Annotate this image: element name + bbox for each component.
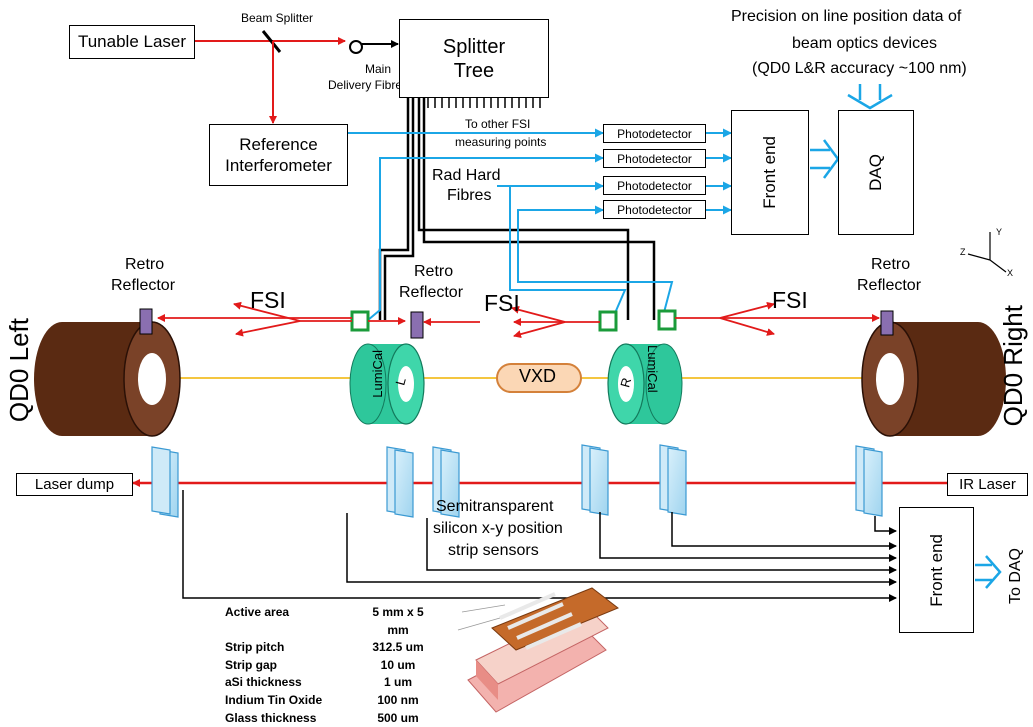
qd0-right-label: QD0 Right xyxy=(998,305,1028,427)
beam-splitter-mirror xyxy=(261,30,282,53)
axis-y-label: Y xyxy=(996,227,1003,237)
open-arrow-to-daq xyxy=(975,555,1002,589)
daq-label: DAQ xyxy=(866,154,885,191)
qd0-left-magnet xyxy=(34,321,181,437)
reference-label-1: Reference xyxy=(239,135,318,154)
splitter-tree-label-1: Splitter xyxy=(442,35,506,58)
spec-name: aSi thickness xyxy=(225,675,302,690)
front-end-box-bottom: Front end xyxy=(899,507,974,633)
semitransparent-label-1: Semitransparent xyxy=(436,498,554,515)
spec-row: Strip gap 10 um xyxy=(225,657,433,675)
retro-reflector-2 xyxy=(410,311,424,339)
splitter-tree-outputs xyxy=(427,97,541,108)
to-other-fsi-label-2: measuring points xyxy=(455,135,547,149)
axes-icon xyxy=(967,232,1007,273)
spec-row: aSi thickness 1 um xyxy=(225,674,433,692)
spec-name: Strip gap xyxy=(225,657,278,672)
blue-fibres xyxy=(348,128,732,321)
photodetector-label: Photodetector xyxy=(617,126,692,141)
main-fibre-label-2: Delivery Fibre xyxy=(328,78,403,92)
axis-z-label: Z xyxy=(960,247,966,257)
sensor-spec-table: Active area 5 mm x 5 mm Strip pitch 312.5 … xyxy=(225,604,433,727)
rad-hard-label-2: Fibres xyxy=(447,187,492,204)
vxd-label: VXD xyxy=(519,366,557,386)
photodetector-1: Photodetector xyxy=(603,124,706,143)
splitter-tree-box: Splitter Tree xyxy=(399,19,549,98)
precision-label-1: Precision on line position data of xyxy=(731,8,962,25)
front-end-label-top: Front end xyxy=(760,136,779,209)
retro-reflector-label-3a: Retro xyxy=(871,256,911,273)
front-end-box-top: Front end xyxy=(731,110,809,235)
lumical-right xyxy=(607,343,683,425)
spec-name: Strip pitch xyxy=(225,640,285,655)
to-daq-label: To DAQ xyxy=(1007,548,1024,605)
spec-name: Active area xyxy=(225,605,290,619)
splitter-tree-label-2: Tree xyxy=(453,59,495,82)
spec-value: 10 um xyxy=(380,657,416,672)
laser-dump-box: Laser dump xyxy=(16,473,133,496)
lumical-right-label: LumiCal xyxy=(645,345,660,393)
precision-label-3: (QD0 L&R accuracy ~100 nm) xyxy=(752,60,967,77)
spec-name: Indium Tin Oxide xyxy=(225,692,323,707)
lumical-left xyxy=(349,343,425,425)
photodetector-2: Photodetector xyxy=(603,149,706,168)
daq-box: DAQ xyxy=(838,110,914,235)
ir-laser-label: IR Laser xyxy=(959,476,1016,493)
retro-reflector-label-1a: Retro xyxy=(125,256,165,273)
strip-sensor-illustration xyxy=(457,587,619,713)
spec-value: 100 nm xyxy=(377,692,419,707)
beam-splitter-label: Beam Splitter xyxy=(241,11,314,25)
tunable-laser-box: Tunable Laser xyxy=(69,25,195,59)
fsi-label-1: FSI xyxy=(250,287,286,313)
retro-reflector-label-2b: Reflector xyxy=(399,284,464,301)
lumical-left-label: LumiCal xyxy=(370,350,385,398)
spec-value: 1 um xyxy=(383,675,412,690)
reference-interferometer-box: Reference Interferometer xyxy=(209,124,348,186)
precision-label-2: beam optics devices xyxy=(792,35,937,52)
fsi-label-2: FSI xyxy=(484,290,520,316)
sensor-readout-wires xyxy=(182,490,897,602)
photodetector-3: Photodetector xyxy=(603,176,706,195)
photodetector-label: Photodetector xyxy=(617,178,692,193)
semitransparent-label-3: strip sensors xyxy=(448,542,539,559)
spec-row: Strip pitch 312.5 um xyxy=(225,639,433,657)
retro-reflector-1 xyxy=(139,308,153,335)
spec-row: Glass thickness 500 um xyxy=(225,710,433,727)
photodetector-label: Photodetector xyxy=(617,202,692,217)
retro-reflector-label-2a: Retro xyxy=(414,263,454,280)
open-arrow-frontend-daq xyxy=(810,139,840,179)
retro-reflector-label-3b: Reflector xyxy=(857,277,922,294)
qd0-right-magnet xyxy=(861,321,1006,437)
axis-x-label: X xyxy=(1007,268,1014,278)
front-end-label-bottom: Front end xyxy=(926,533,946,607)
retro-reflector-label-1b: Reflector xyxy=(111,277,176,294)
photodetector-label: Photodetector xyxy=(617,151,692,166)
photodetector-4: Photodetector xyxy=(603,200,706,219)
vxd-detector xyxy=(496,363,582,393)
fibre-coil-icon xyxy=(349,40,363,54)
reference-label-2: Interferometer xyxy=(225,156,332,175)
open-arrow-precision xyxy=(847,84,893,110)
ir-laser-box: IR Laser xyxy=(947,473,1028,496)
to-other-fsi-label-1: To other FSI xyxy=(465,117,531,131)
rad-hard-label-1: Rad Hard xyxy=(432,167,501,184)
fibre-heads xyxy=(350,309,677,332)
spec-row: Active area 5 mm x 5 mm xyxy=(225,604,433,639)
spec-value: 5 mm x 5 mm xyxy=(372,605,424,637)
tunable-laser-label: Tunable Laser xyxy=(77,32,187,51)
spec-value: 500 um xyxy=(377,710,419,725)
laser-dump-label: Laser dump xyxy=(34,476,115,493)
spec-row: Indium Tin Oxide 100 nm xyxy=(225,692,433,710)
fsi-label-3: FSI xyxy=(772,287,808,313)
retro-reflector-3 xyxy=(880,310,894,336)
qd0-left-label: QD0 Left xyxy=(4,318,34,423)
main-fibre-label-1: Main xyxy=(365,62,392,76)
fsi-beams xyxy=(157,301,880,339)
spec-name: Glass thickness xyxy=(225,710,317,725)
spec-value: 312.5 um xyxy=(372,640,424,655)
semitransparent-label-2: silicon x-y position xyxy=(433,520,563,537)
